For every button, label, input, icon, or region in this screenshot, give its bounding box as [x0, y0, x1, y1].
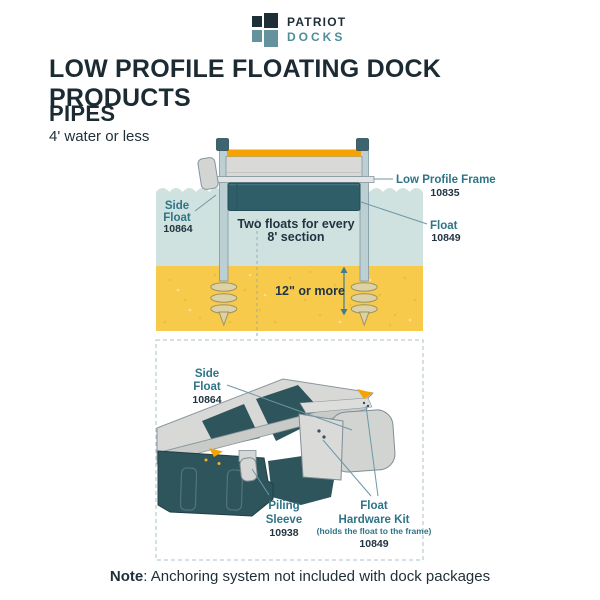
label-float-hardware-kit: Float Hardware Kit (holds the float to t…	[317, 500, 432, 550]
brand-logo: PATRIOT DOCKS	[248, 13, 368, 49]
logo-mark-icon	[264, 30, 278, 47]
section-subheading: 4' water or less	[49, 128, 150, 145]
label-side-float: Side Float 10864	[163, 200, 192, 235]
float-label-text: Float	[430, 220, 458, 232]
detail-side-float-line1: Side	[195, 368, 219, 380]
corner-marker	[357, 389, 373, 399]
label-low-profile-frame: Low Profile Frame 10835	[396, 174, 496, 199]
label-float: Float 10849	[430, 220, 461, 244]
rail-dot	[204, 458, 208, 462]
deck-surface	[227, 149, 361, 157]
right-anchor-auger	[350, 282, 378, 327]
frame-front-face	[156, 398, 368, 465]
float-leader	[360, 201, 428, 225]
frame-bolt	[362, 401, 366, 405]
footer-note: Note: Anchoring system not included with…	[0, 568, 600, 585]
logo-mark-icon	[252, 16, 262, 27]
frame-label-text: Low Profile Frame	[396, 174, 496, 186]
label-two-floats-note: Two floats for every 8' section	[237, 217, 354, 244]
brand-subname: DOCKS	[287, 30, 346, 44]
pontoon-mount-plate	[298, 413, 344, 481]
piling-sleeve-leader	[251, 468, 270, 496]
dock-float	[227, 182, 361, 211]
side-float-part-number: 10864	[163, 223, 192, 235]
detail-side-float-part: 10864	[192, 394, 221, 406]
plate-bolt	[317, 429, 321, 433]
sand-speckles	[163, 270, 417, 327]
fhk-leader	[322, 439, 372, 497]
label-piling-sleeve: Piling Sleeve 10938	[266, 500, 302, 539]
detail-side-float-line2: Float	[193, 381, 221, 393]
frame-part-number: 10835	[430, 187, 459, 199]
section-heading: PIPES	[49, 101, 116, 126]
side-float-shape	[197, 157, 219, 190]
side-float-label-line2: Float	[163, 212, 191, 224]
detail-diagram: Side Float 10864 Piling Sleeve 10938 Flo…	[155, 339, 432, 561]
piling-sleeve-line2: Sleeve	[266, 514, 302, 526]
footer-note-label: Note	[109, 568, 144, 585]
depth-label: 12" or more	[275, 284, 345, 298]
fhk-leader	[365, 405, 379, 497]
detail-dashed-box	[155, 339, 424, 561]
plate-bolt	[322, 435, 326, 439]
piling-sleeve-part: 10938	[269, 527, 298, 539]
two-floats-note-line2: 8' section	[267, 230, 324, 244]
frame-flange	[213, 176, 375, 183]
page-title: LOW PROFILE FLOATING DOCK PRODUCTS	[49, 55, 441, 112]
piling-sleeve-line1: Piling	[268, 500, 299, 512]
fhk-line2: Hardware Kit	[339, 514, 410, 526]
rail-dot	[217, 462, 221, 465]
float-part-number: 10849	[431, 232, 460, 244]
fhk-line3: (holds the float to the frame)	[317, 526, 432, 536]
side-float-leader	[194, 194, 217, 212]
frame-bolt	[366, 404, 370, 408]
float-groove	[179, 467, 198, 511]
right-pipe-cap	[356, 138, 369, 151]
depth-arrow	[340, 266, 348, 316]
left-anchor-auger	[210, 282, 238, 327]
fhk-part: 10849	[359, 538, 388, 550]
corner-marker	[209, 448, 223, 457]
left-pipe-cap	[216, 138, 229, 151]
side-float-top	[299, 397, 373, 414]
footer-note-text: : Anchoring system not included with doc…	[143, 568, 491, 585]
side-float-leader	[226, 384, 353, 431]
piling-sleeve-shape	[239, 457, 258, 482]
fhk-line1: Float	[360, 500, 388, 512]
frame-body	[225, 156, 363, 177]
sand	[156, 266, 423, 331]
logo-mark-icon	[252, 30, 262, 42]
float-groove	[225, 469, 244, 511]
sand-speckles-light	[176, 273, 412, 324]
side-float-label-line1: Side	[165, 200, 189, 212]
brand-name: PATRIOT	[287, 15, 347, 29]
two-floats-note-line1: Two floats for every	[237, 217, 354, 231]
logo-mark-icon	[264, 13, 278, 28]
cross-section-diagram: Side Float 10864 Low Profile Frame 10835…	[156, 138, 496, 339]
label-side-float-detail: Side Float 10864	[192, 368, 221, 406]
